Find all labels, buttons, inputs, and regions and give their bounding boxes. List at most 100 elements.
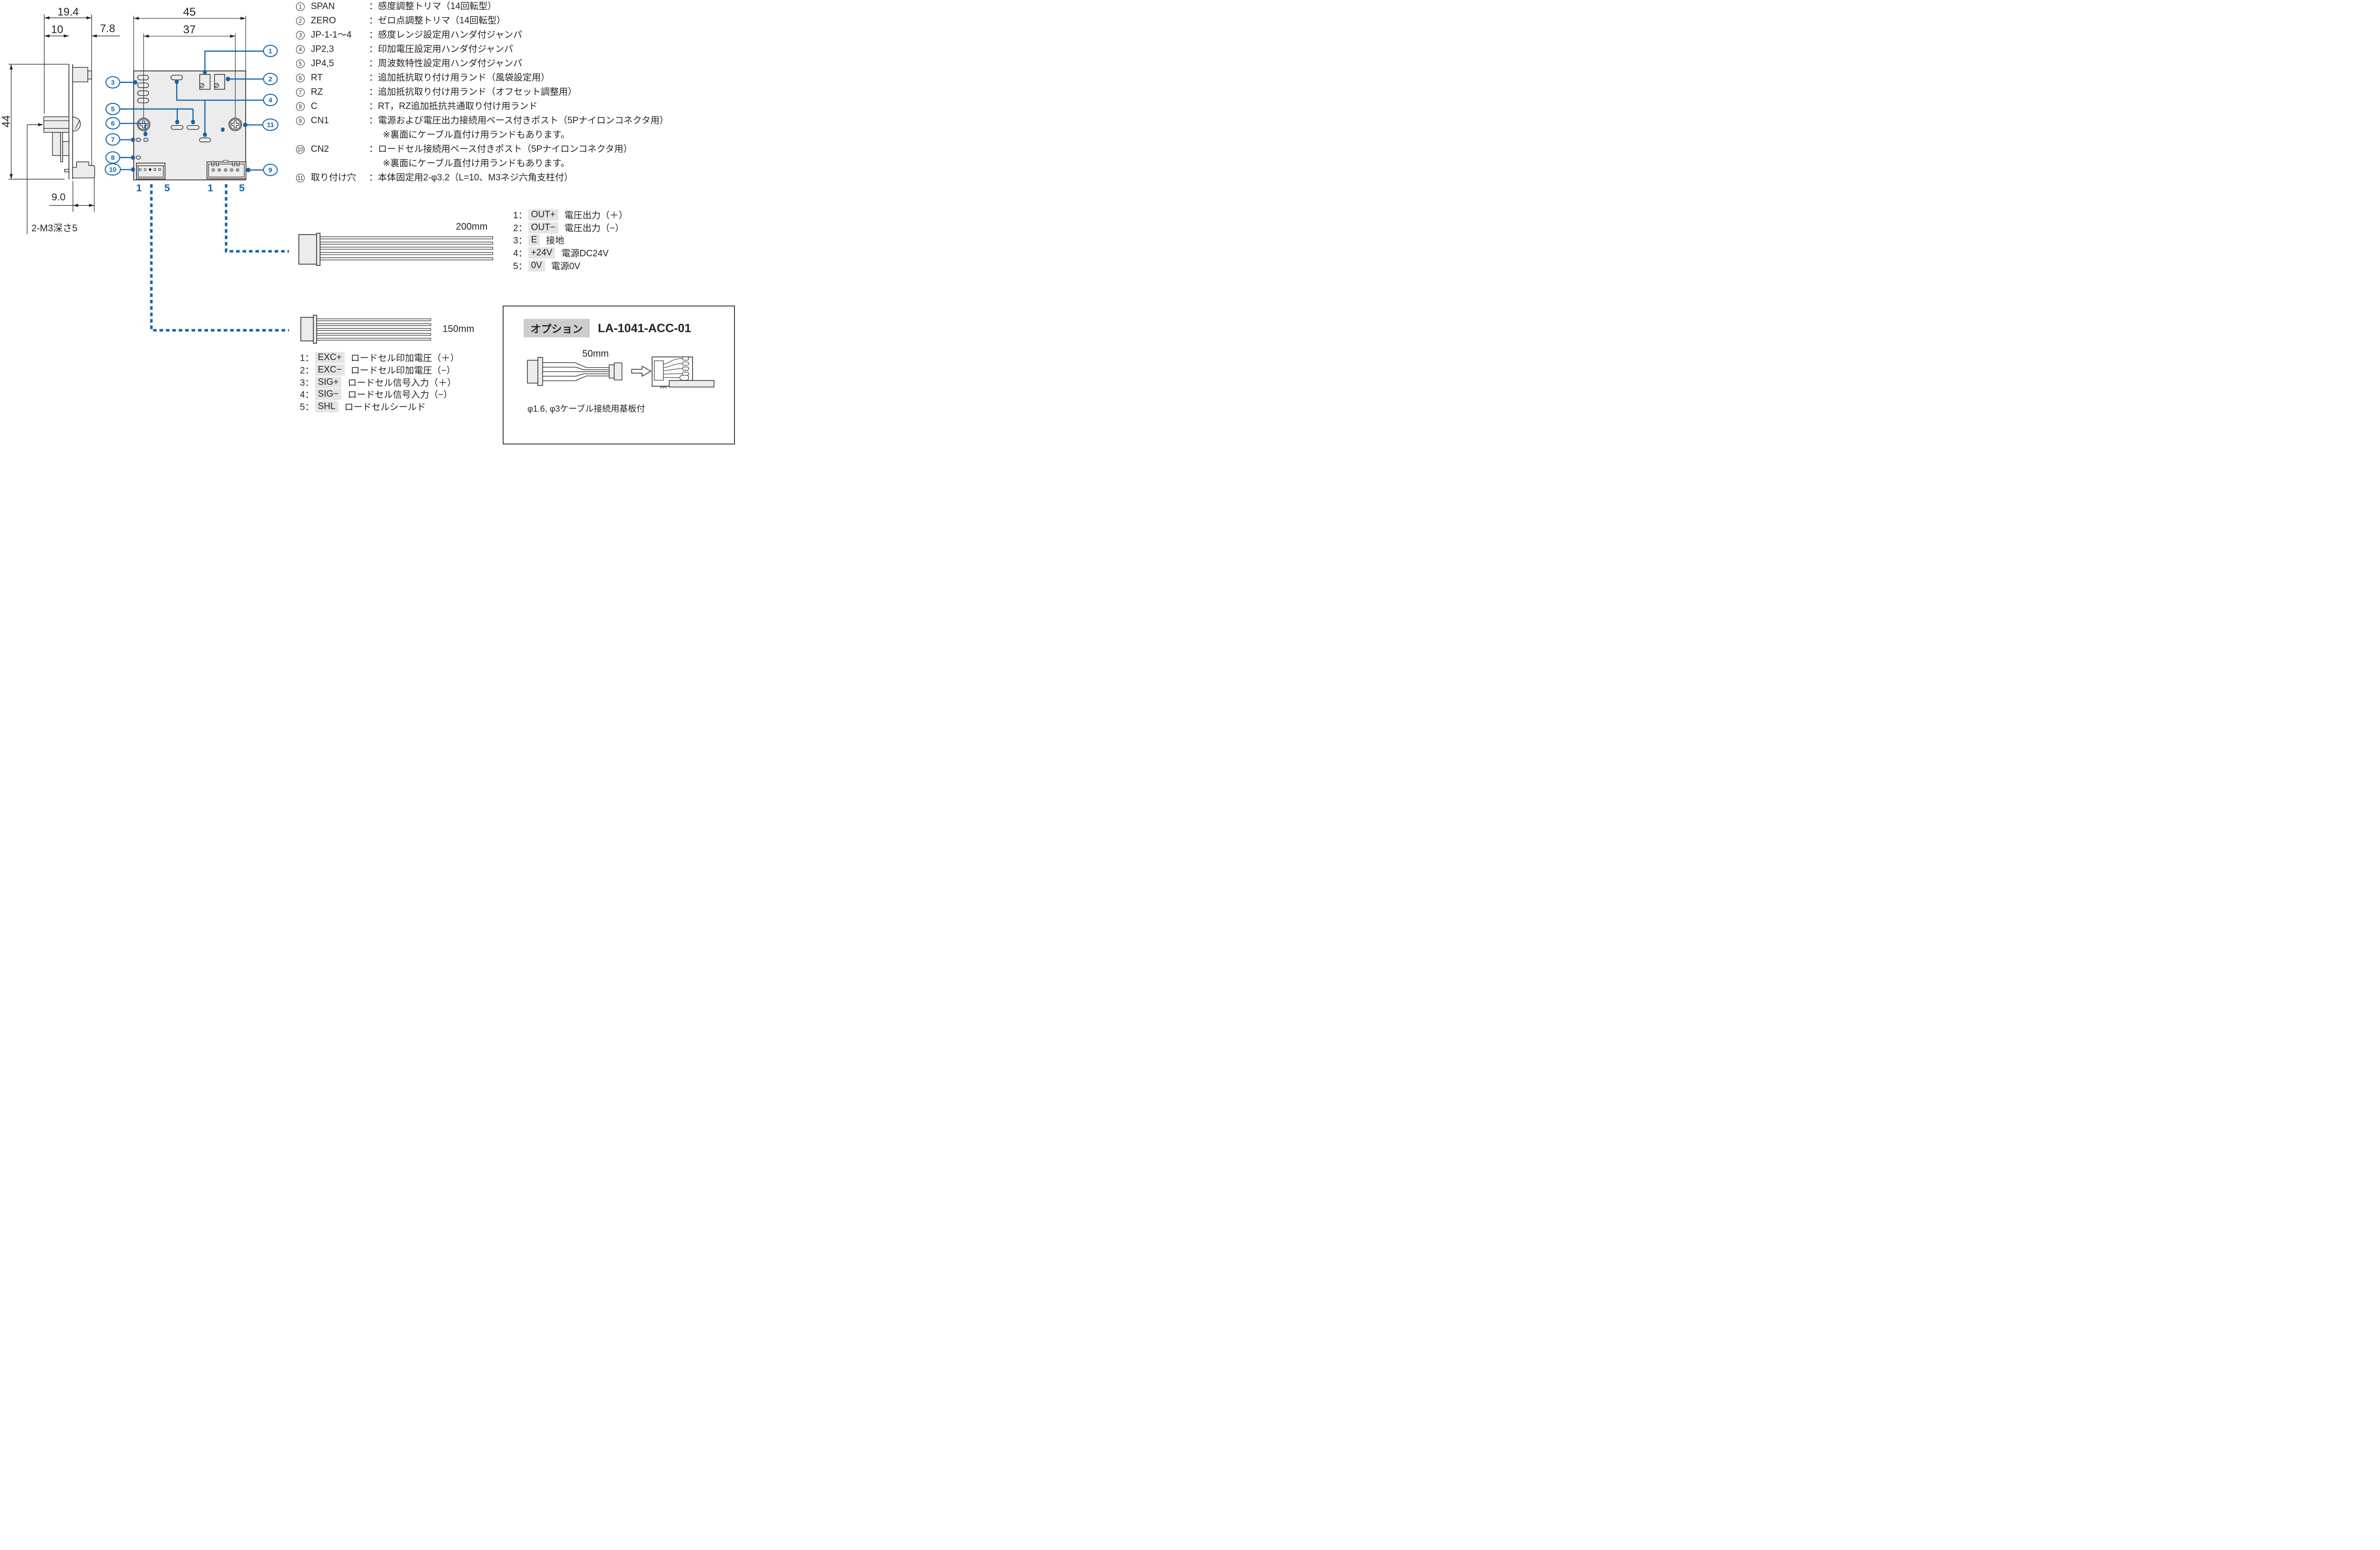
technical-diagram-page: 19.4 10 7.8 44 9.0 2-M3深さ5 45 37 1 5 1 5… <box>0 0 736 445</box>
legend-row: 9 CN1 ：電源および電圧出力接続用ベース付きポスト（5Pナイロンコネクタ用） <box>296 116 734 126</box>
land-c <box>136 155 141 160</box>
cn2-pin1-label: 1 <box>136 183 142 194</box>
jumper-jp5 <box>187 125 199 130</box>
pin-row: 4：SIG−ロードセル信号入力（−） <box>300 388 453 400</box>
legend-num: 10 <box>296 145 305 154</box>
pin-name-chip: OUT+ <box>528 209 558 220</box>
option-cable-connector <box>527 360 538 384</box>
legend-name: JP2,3 <box>311 44 334 54</box>
cn2-connector <box>136 162 166 179</box>
cable-route-dotted-lines <box>150 184 289 332</box>
legend-row: 4 JP2,3 ：印加電圧設定用ハンダ付ジャンパ <box>296 44 734 55</box>
cn1-connector <box>207 160 247 179</box>
legend-name: RZ <box>311 87 323 97</box>
side-top-component <box>72 67 89 82</box>
pin-name-chip: SIG− <box>315 388 342 400</box>
board-via-dot <box>221 127 225 132</box>
option-cable-length: 50mm <box>582 348 609 359</box>
legend-num: 7 <box>296 88 305 97</box>
legend-num: 2 <box>296 17 305 25</box>
legend-note: ※裏面にケーブル直付け用ランドもあります。 <box>383 158 570 168</box>
jumper-jp2 <box>170 75 183 80</box>
jumper-jp1-2 <box>137 82 149 88</box>
callout-8: 8 <box>105 151 120 164</box>
legend-num: 1 <box>296 2 305 11</box>
pin-row: 1：OUT+電圧出力（＋） <box>513 209 628 221</box>
legend-desc: ：電源および電圧出力接続用ベース付きポスト（5Pナイロンコネクタ用） <box>369 116 669 126</box>
land-rz-2 <box>143 138 149 142</box>
dim-44: 44 <box>0 115 12 128</box>
cn1-pin5-label: 5 <box>239 183 245 194</box>
legend-num: 9 <box>296 117 305 125</box>
callout-3: 3 <box>105 76 120 89</box>
cn2-cable-connector <box>300 316 314 342</box>
dim-10: 10 <box>51 23 63 36</box>
jumper-jp1-1 <box>137 75 149 80</box>
legend-desc: ：感度レンジ設定用ハンダ付ジャンパ <box>369 30 523 40</box>
pin-row: 2：OUT−電圧出力（−） <box>513 222 624 234</box>
mounting-screw-right <box>228 118 242 131</box>
side-cn1-block <box>72 161 95 178</box>
cn2-cable-length: 150mm <box>442 324 475 335</box>
option-badge: オプション <box>524 319 590 337</box>
callout-7: 7 <box>105 133 120 146</box>
legend-desc: ：RT，RZ追加抵抗共通取り付け用ランド <box>369 101 538 111</box>
side-cn2-body <box>52 132 61 156</box>
callout-2: 2 <box>263 73 278 85</box>
legend-num: 5 <box>296 59 305 68</box>
callout-10: 10 <box>105 163 121 176</box>
dim-37: 37 <box>183 23 196 36</box>
diagram-linework <box>9 14 735 444</box>
front-view <box>119 16 264 180</box>
option-arrow <box>631 365 652 377</box>
dim-9-0: 9.0 <box>51 192 66 203</box>
legend-num: 11 <box>296 174 305 182</box>
cn1-cable-length: 200mm <box>456 221 488 232</box>
land-rz-1 <box>136 138 141 142</box>
legend-name: ZERO <box>311 16 336 26</box>
cn2-cable-route <box>150 184 289 332</box>
legend-name: JP4,5 <box>311 59 334 69</box>
jumper-jp4 <box>170 125 184 130</box>
pin-name-chip: EXC− <box>315 364 345 375</box>
cn1-cable-connector <box>298 234 317 265</box>
pin-name-chip: 0V <box>528 260 545 271</box>
side-top-component-nub <box>87 70 92 79</box>
legend-name: CN1 <box>311 116 329 126</box>
callout-dots <box>131 69 251 173</box>
legend-num: 3 <box>296 31 305 39</box>
side-standoff <box>43 116 69 133</box>
legend-num: 4 <box>296 45 305 54</box>
pin-name-chip: SIG+ <box>315 376 342 388</box>
dim-19-4: 19.4 <box>57 5 79 18</box>
option-plug <box>614 362 623 381</box>
legend-desc: ：感度調整トリマ（14回転型） <box>369 1 497 11</box>
option-caption: φ1.6, φ3ケーブル接続用基板付 <box>527 404 645 414</box>
side-dome-component <box>72 117 81 131</box>
callout-9: 9 <box>263 164 278 176</box>
pin-row: 1：EXC+ロードセル印加電圧（＋） <box>300 352 459 364</box>
pin-name-chip: OUT− <box>528 222 558 233</box>
cn1-pin1-label: 1 <box>208 183 213 194</box>
legend-name: C <box>311 101 317 111</box>
legend-num: 8 <box>296 102 305 111</box>
legend-desc: ：追加抵抗取り付け用ランド（オフセット調整用） <box>369 87 577 97</box>
legend-note-row: ※裏面にケーブル直付け用ランドもあります。 <box>296 158 734 169</box>
pin-name-chip: +24V <box>528 247 555 258</box>
legend-desc: ：印加電圧設定用ハンダ付ジャンパ <box>369 44 514 54</box>
legend-name: CN2 <box>311 144 329 154</box>
legend-note-row: ※裏面にケーブル直付け用ランドもあります。 <box>296 130 734 140</box>
side-board <box>69 64 73 179</box>
pin-row: 2：EXC−ロードセル印加電圧（−） <box>300 364 456 376</box>
cn1-cable-route <box>225 184 289 253</box>
callout-1: 1 <box>263 45 278 57</box>
callout-6: 6 <box>105 117 120 129</box>
option-cable-board <box>669 380 714 388</box>
legend-num: 6 <box>296 74 305 82</box>
